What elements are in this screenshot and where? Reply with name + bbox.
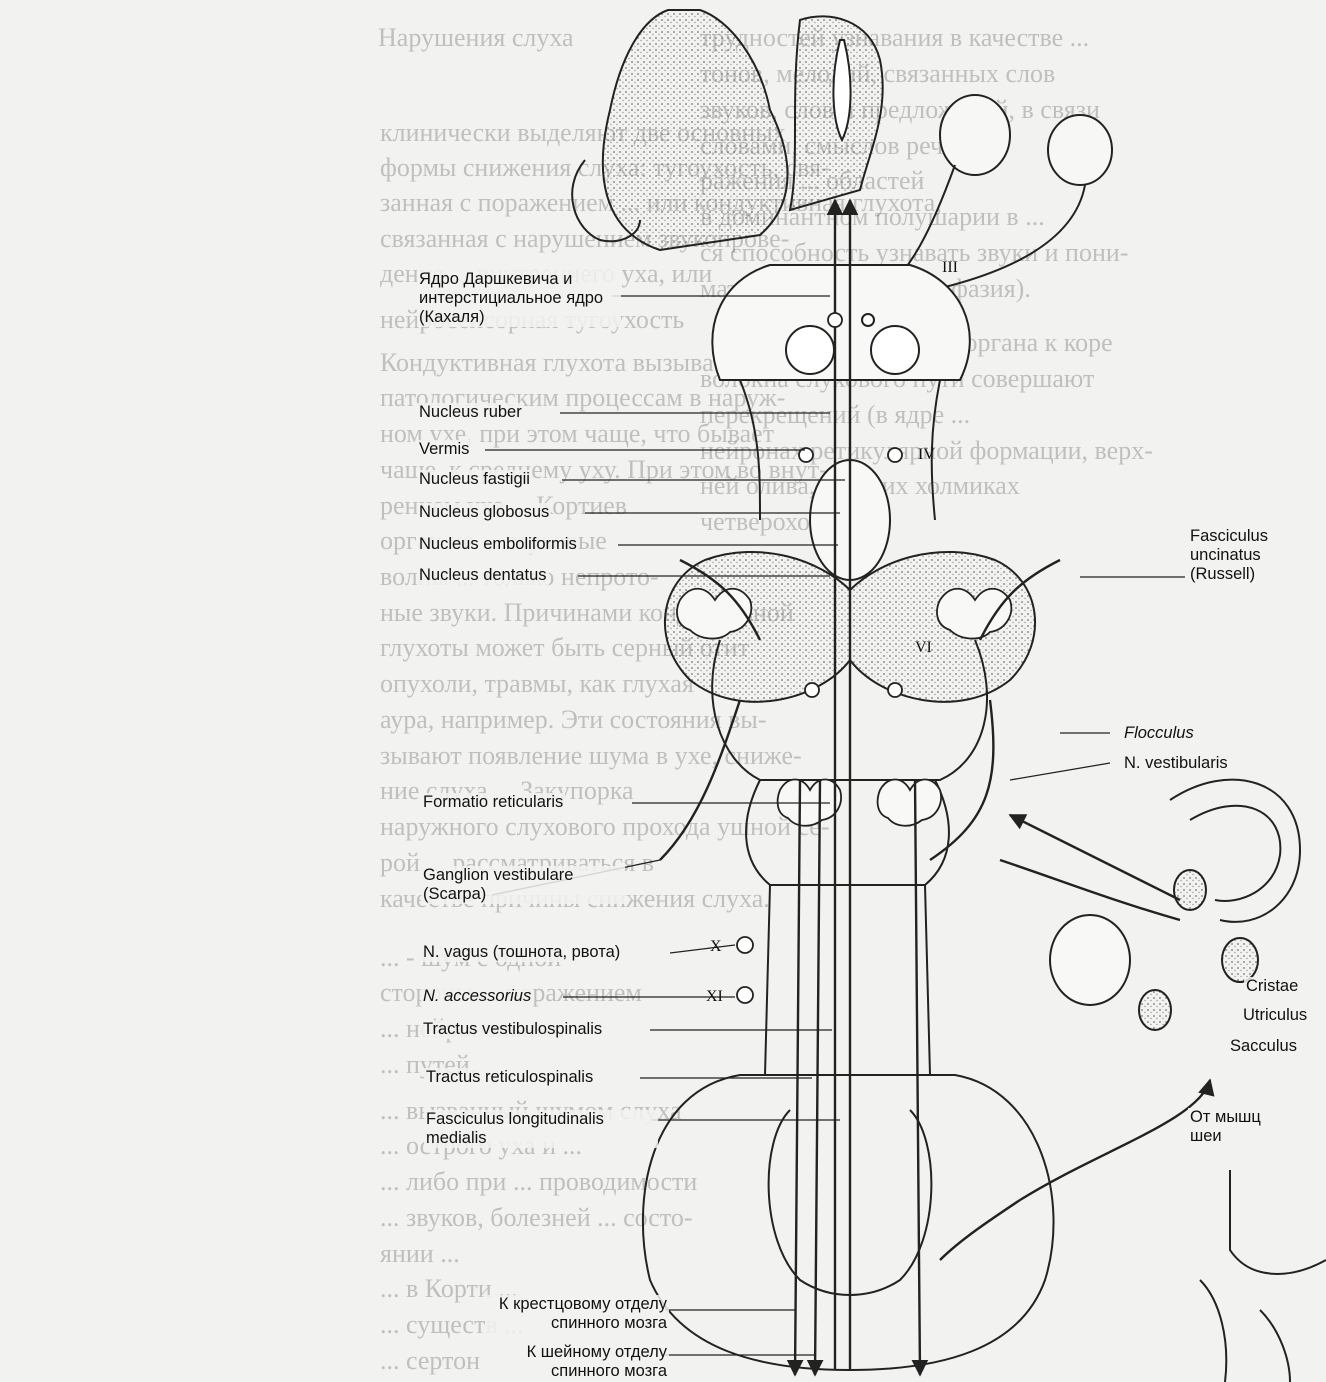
label-darkshevich-cajal: Ядро Даршкевича и интерстициальное ядро …	[417, 270, 621, 327]
label-to-cervical-cord: К шейному отделу спинного мозга	[485, 1343, 669, 1381]
label-nucleus-dentatus: Nucleus dentatus	[417, 566, 549, 585]
label-vermis: Vermis	[417, 440, 471, 459]
label-tractus-vestibulospinalis: Tractus vestibulospinalis	[421, 1020, 604, 1039]
label-ganglion-vestibulare: Ganglion vestibulare (Scarpa)	[421, 866, 625, 904]
nerve-numeral-iv: IV	[918, 446, 935, 463]
label-nucleus-globosus: Nucleus globosus	[417, 503, 551, 522]
label-cristae: Cristae	[1244, 977, 1300, 996]
label-n-vagus: N. vagus (тошнота, рвота)	[421, 943, 622, 962]
nerve-numeral-x: X	[710, 938, 722, 955]
label-formatio-reticularis: Formatio reticularis	[421, 793, 565, 812]
label-flocculus: Flocculus	[1122, 724, 1196, 743]
label-utriculus: Utriculus	[1241, 1006, 1309, 1025]
nerve-numeral-xi: XI	[706, 988, 723, 1005]
nerve-numeral-vi: VI	[915, 639, 932, 656]
label-to-sacral-cord: К крестцовому отделу спинного мозга	[485, 1295, 669, 1333]
spinal-cord	[643, 1075, 1054, 1370]
label-n-accessorius: N. accessorius	[421, 987, 533, 1006]
label-tractus-reticulospinalis: Tractus reticulospinalis	[424, 1068, 595, 1087]
label-fasciculus-uncinatus: Fasciculus uncinatus (Russell)	[1188, 527, 1302, 584]
label-nucleus-fastigii: Nucleus fastigii	[417, 470, 532, 489]
neck-vertebra	[1200, 1170, 1326, 1382]
third-ventricle	[833, 40, 850, 140]
label-nucleus-emboliformis: Nucleus emboliformis	[417, 535, 579, 554]
nerve-numeral-iii: III	[942, 259, 958, 276]
label-sacculus: Sacculus	[1228, 1037, 1299, 1056]
label-n-vestibularis: N. vestibularis	[1122, 754, 1230, 773]
label-from-neck-muscles: От мышц шеи	[1188, 1108, 1282, 1146]
label-nucleus-ruber: Nucleus ruber	[417, 403, 524, 422]
label-fasciculus-longitudinalis-medialis: Fasciculus longitudinalis medialis	[424, 1110, 658, 1148]
